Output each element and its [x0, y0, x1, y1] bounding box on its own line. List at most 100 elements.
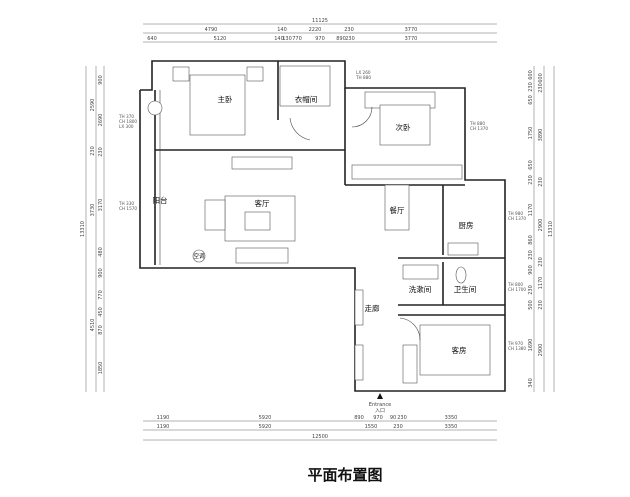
dim-label: 5120 — [214, 36, 227, 42]
dim-label: 3770 — [405, 36, 418, 42]
entrance-arrow-icon — [377, 393, 383, 399]
dim-label: 340 — [528, 378, 534, 388]
master-bed — [189, 74, 246, 136]
window-note: CH 1380 — [508, 346, 526, 351]
dim-label: 1190 — [157, 424, 170, 430]
dim-label: 970 — [315, 36, 325, 42]
furniture — [147, 65, 491, 384]
dim-label: 2590 — [90, 99, 96, 112]
dim-label: 90 — [390, 415, 396, 421]
dim-label: 230 — [90, 146, 96, 156]
dim-label: 3170 — [98, 199, 104, 212]
dim-label: 900 — [98, 75, 104, 85]
entrance-marker: Entrance 入口 — [369, 393, 391, 414]
air-conditioner-icon — [192, 249, 206, 263]
room-label-cloakroom: 衣帽间 — [295, 94, 318, 104]
dim-label: 4790 — [205, 27, 218, 33]
dim-label: 770 — [98, 290, 104, 300]
coffee-table — [244, 211, 271, 231]
left-dimensions: 13310 2590 230 3730 4510 900 2690 230 31… — [80, 66, 105, 392]
room-label-dining-room: 餐厅 — [390, 206, 405, 215]
window-note: LX 300 — [119, 124, 134, 129]
dim-label: 230 — [528, 175, 534, 185]
dim-label: 1750 — [528, 127, 534, 140]
window-note: CH 1700 — [508, 287, 526, 292]
top-dimensions: 11125 4790 140 2220 230 3770 640 5120 14… — [143, 18, 497, 43]
dim-label: 890 — [336, 36, 346, 42]
dim-label: 650 — [528, 160, 534, 170]
dim-label: 1690 — [528, 339, 534, 352]
dim-label: 230 — [538, 83, 544, 93]
window-note: TH 880 — [469, 121, 485, 126]
dim-label: 1850 — [98, 362, 104, 375]
window-note: LX 260 — [356, 70, 371, 75]
dim-label: 2900 — [538, 344, 544, 357]
tv-cabinet — [231, 156, 293, 170]
dim-label: 13310 — [548, 221, 554, 237]
room-label-master-bedroom: 主卧 — [218, 94, 233, 104]
nightstand — [246, 66, 264, 82]
room-label-living-room: 客厅 — [255, 198, 270, 208]
dim-label: 1170 — [538, 277, 544, 290]
dim-label: 230 — [538, 257, 544, 267]
dim-label: 4510 — [90, 319, 96, 332]
room-label-balcony: 阳台 — [153, 195, 168, 205]
dim-label: 230 — [393, 424, 403, 430]
guest-bed — [419, 324, 491, 376]
dim-label: 230 — [344, 27, 354, 33]
dim-label: 900 — [528, 265, 534, 275]
window-note: TH 980 — [507, 211, 523, 216]
wash-basin — [402, 264, 439, 280]
shoe-cabinet — [354, 289, 364, 326]
dim-label: 230 — [538, 177, 544, 187]
label-air-conditioner: 空调 — [193, 252, 205, 260]
second-bedroom-wardrobe — [351, 164, 463, 180]
dim-label: 1190 — [157, 415, 170, 421]
toilet-icon — [455, 266, 467, 284]
room-label-guest-room: 客房 — [452, 345, 467, 355]
dim-label: 2900 — [538, 219, 544, 232]
window-note: TH 330 — [118, 201, 134, 206]
window-note: TH 800 — [507, 282, 523, 287]
window-notes: TH 370 CH 1800 LX 300 TH 330 CH 1570 LX … — [118, 70, 526, 351]
dim-label: 1170 — [528, 204, 534, 217]
room-label-washroom: 洗漱间 — [409, 284, 432, 294]
dim-label: 2220 — [309, 27, 322, 33]
dim-label: 770 — [292, 36, 302, 42]
dim-label: 3770 — [405, 27, 418, 33]
round-table — [147, 100, 163, 116]
room-label-kitchen: 厨房 — [459, 220, 474, 230]
window-note: CH 1370 — [470, 126, 488, 131]
dim-label: 130 — [282, 36, 292, 42]
dim-label: 5920 — [259, 424, 272, 430]
dim-label: 3890 — [538, 129, 544, 142]
door-swing — [289, 117, 311, 141]
dim-label: 230 — [98, 147, 104, 157]
nightstand — [172, 66, 190, 82]
right-dimensions: 13310 600 230 3890 230 2900 230 1170 230… — [528, 66, 555, 392]
dim-label: 230 — [528, 250, 534, 260]
shoe-cabinet — [354, 344, 364, 381]
dim-label: 650 — [528, 95, 534, 105]
dim-label: 900 — [98, 268, 104, 278]
dining-table — [384, 184, 410, 231]
walls — [139, 60, 506, 392]
dim-label: 5920 — [259, 415, 272, 421]
dim-label: 500 — [528, 300, 534, 310]
wardrobe — [279, 65, 331, 107]
dim-label: 450 — [98, 307, 104, 317]
dim-label: 600 — [528, 70, 534, 80]
dim-label: 3350 — [445, 424, 458, 430]
dim-label: 230 — [345, 36, 355, 42]
dim-label: 1550 — [365, 424, 378, 430]
window-note: TH 880 — [355, 75, 371, 80]
door-swing — [351, 106, 373, 128]
dim-label: 480 — [98, 247, 104, 257]
dim-label: 230 — [397, 415, 407, 421]
dim-label: 970 — [373, 415, 383, 421]
dim-label: 860 — [528, 235, 534, 245]
stove — [447, 242, 479, 256]
dim-label: 230 — [538, 300, 544, 310]
bottom-dimensions: 1190 5920 890 970 90 230 3350 1190 5920 … — [143, 415, 497, 441]
